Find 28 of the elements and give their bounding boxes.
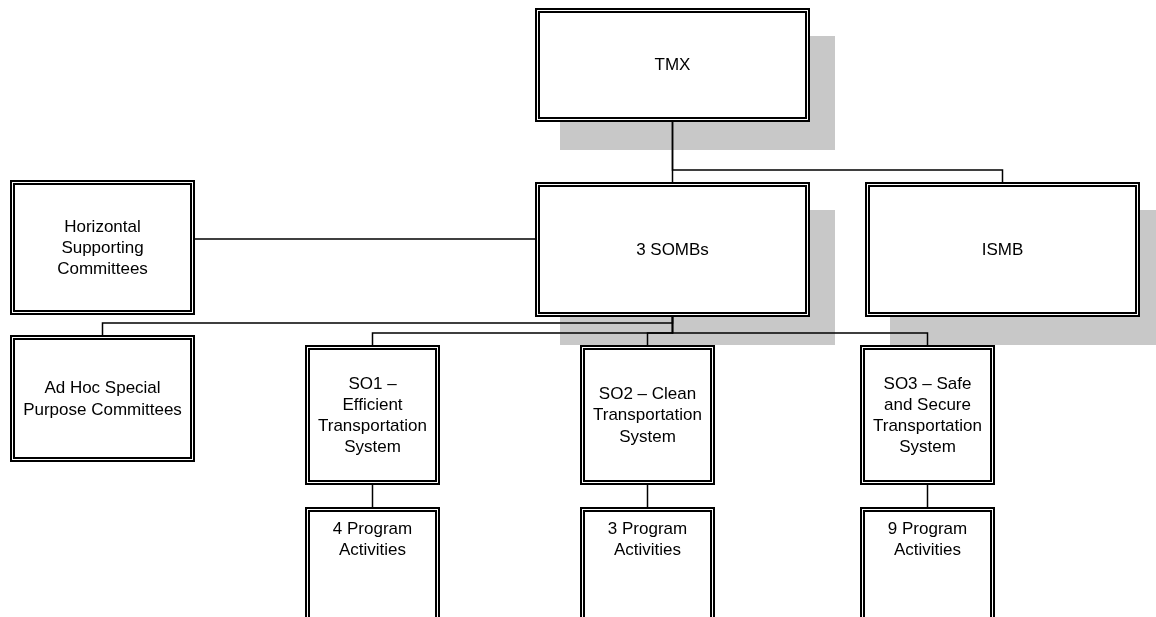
org-box bbox=[305, 507, 440, 617]
box-label: Horizontal Supporting Committees bbox=[56, 215, 149, 280]
org-box bbox=[580, 345, 715, 485]
org-box bbox=[10, 335, 195, 462]
org-box bbox=[535, 8, 810, 122]
connector-line bbox=[671, 316, 929, 346]
box-label: 4 Program Activities bbox=[331, 518, 414, 561]
org-box bbox=[305, 345, 440, 485]
org-box bbox=[580, 507, 715, 617]
connector-line bbox=[371, 484, 374, 508]
connector-line bbox=[926, 484, 929, 508]
box-label: TMX bbox=[654, 54, 691, 76]
box-label: SO1 – Efficient Transportation System bbox=[317, 372, 428, 458]
box-label: SO2 – Clean Transportation System bbox=[592, 383, 703, 447]
box-label: 3 SOMBs bbox=[636, 238, 709, 261]
box-label: Ad Hoc Special Purpose Committees bbox=[22, 377, 183, 420]
org-box bbox=[860, 345, 995, 485]
box-label: SO3 – Safe and Secure Transportation System bbox=[872, 372, 983, 458]
org-box bbox=[535, 182, 810, 317]
org-box bbox=[860, 507, 995, 617]
box-label: ISMB bbox=[981, 238, 1024, 261]
box-label: 3 Program Activities bbox=[606, 518, 689, 561]
connector-line bbox=[671, 121, 1004, 183]
connector-line bbox=[194, 238, 536, 240]
org-box bbox=[865, 182, 1140, 317]
box-label: 9 Program Activities bbox=[886, 518, 969, 561]
org-box bbox=[10, 180, 195, 315]
connector-line bbox=[646, 484, 649, 508]
